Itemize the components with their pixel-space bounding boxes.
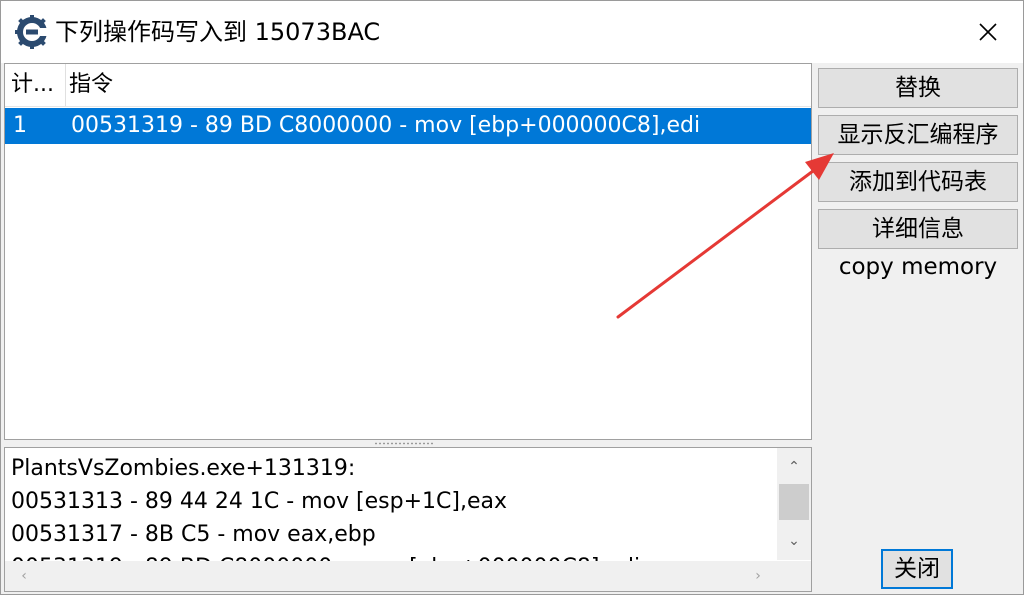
scroll-left-icon[interactable]: ‹: [21, 568, 27, 584]
vertical-scrollbar[interactable]: ⌃ ⌄: [777, 448, 811, 560]
list-header: 计... 指令: [5, 64, 811, 107]
scroll-up-icon[interactable]: ⌃: [788, 459, 800, 475]
column-header-instruction[interactable]: 指令: [69, 72, 114, 97]
instruction-list[interactable]: 计... 指令 1 00531319 - 89 BD C8000000 - mo…: [4, 63, 812, 440]
more-info-button[interactable]: 详细信息: [818, 209, 1018, 249]
disassembly-line: 00531317 - 8B C5 - mov eax,ebp: [11, 522, 376, 547]
replace-button[interactable]: 替换: [818, 68, 1018, 108]
close-icon[interactable]: [971, 15, 1005, 49]
scroll-right-icon[interactable]: ›: [755, 568, 761, 584]
horizontal-scrollbar[interactable]: ‹ ›: [5, 561, 777, 591]
window-title: 下列操作码写入到 15073BAC: [55, 18, 381, 46]
show-disassembler-button[interactable]: 显示反汇编程序: [818, 115, 1018, 155]
disassembly-lines: PlantsVsZombies.exe+131319: 00531313 - 8…: [11, 452, 773, 562]
row-instruction: 00531319 - 89 BD C8000000 - mov [ebp+000…: [71, 113, 701, 138]
close-button[interactable]: 关闭: [881, 549, 953, 589]
disassembly-preview[interactable]: PlantsVsZombies.exe+131319: 00531313 - 8…: [4, 447, 812, 592]
row-count: 1: [13, 113, 27, 138]
scroll-corner: [777, 561, 811, 591]
disassembly-line: 00531313 - 89 44 24 1C - mov [esp+1C],ea…: [11, 489, 507, 514]
panel-splitter[interactable]: [374, 442, 434, 445]
list-row-selected[interactable]: 1 00531319 - 89 BD C8000000 - mov [ebp+0…: [5, 108, 811, 144]
cheat-engine-icon: [15, 15, 49, 49]
scrollbar-thumb[interactable]: [779, 484, 809, 520]
title-bar[interactable]: 下列操作码写入到 15073BAC: [1, 1, 1023, 63]
column-header-count[interactable]: 计...: [11, 64, 66, 106]
disassembly-line: PlantsVsZombies.exe+131319:: [11, 456, 356, 481]
copy-memory-button[interactable]: copy memory: [838, 254, 998, 280]
scroll-down-icon[interactable]: ⌄: [788, 533, 800, 549]
add-to-codelist-button[interactable]: 添加到代码表: [818, 162, 1018, 202]
disassembly-line: 00531319 - 89 BD C8000000 - mov [ebp+000…: [11, 551, 773, 562]
